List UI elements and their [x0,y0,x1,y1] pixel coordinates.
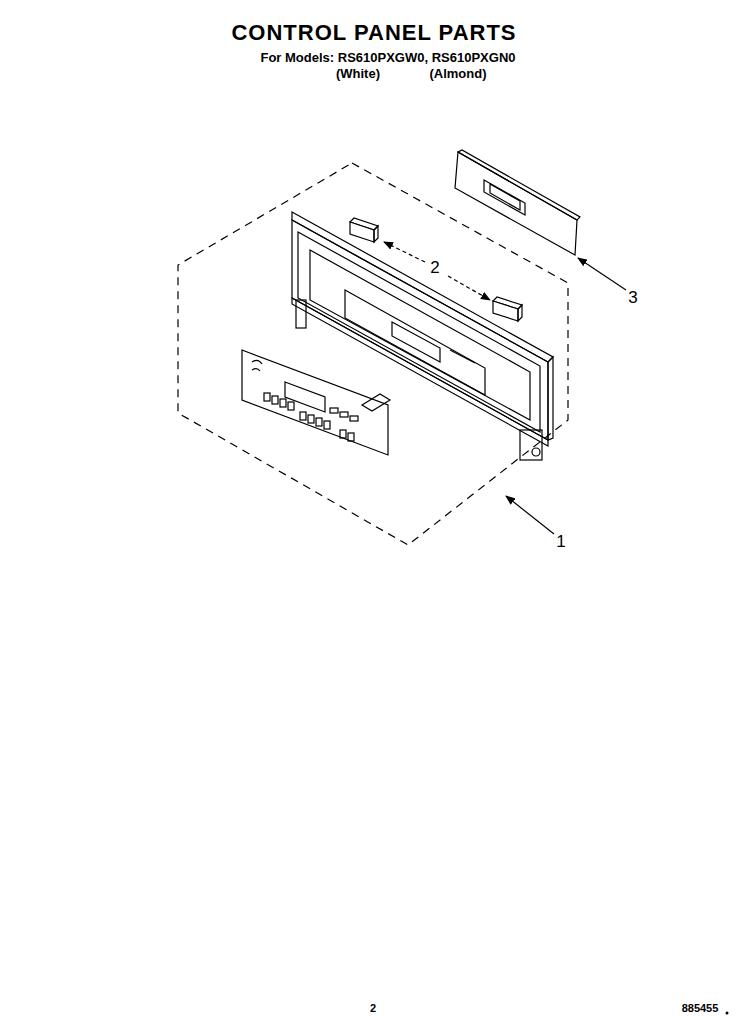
model-list: For Models: RS610PXGW0, RS610PXGN0 [260,50,515,65]
color-note: (Almond) [429,66,486,81]
leader-line [578,258,626,290]
callout-number: 1 [556,532,565,552]
page-title: CONTROL PANEL PARTS [231,20,516,46]
control-board [455,150,580,255]
spacer-block [493,297,522,321]
leader-line [448,276,490,300]
period-dot [726,1012,729,1015]
page-number: 2 [370,1002,376,1014]
spacer-block [350,218,378,242]
color-note: (White) [336,66,380,81]
assembly-boundary [178,163,568,545]
touch-panel-overlay [242,350,390,455]
leader-line [506,496,554,534]
callout-number: 2 [430,258,439,278]
document-number: 885455 [682,1002,719,1014]
callout-number: 3 [628,288,637,308]
leader-line [384,242,425,262]
